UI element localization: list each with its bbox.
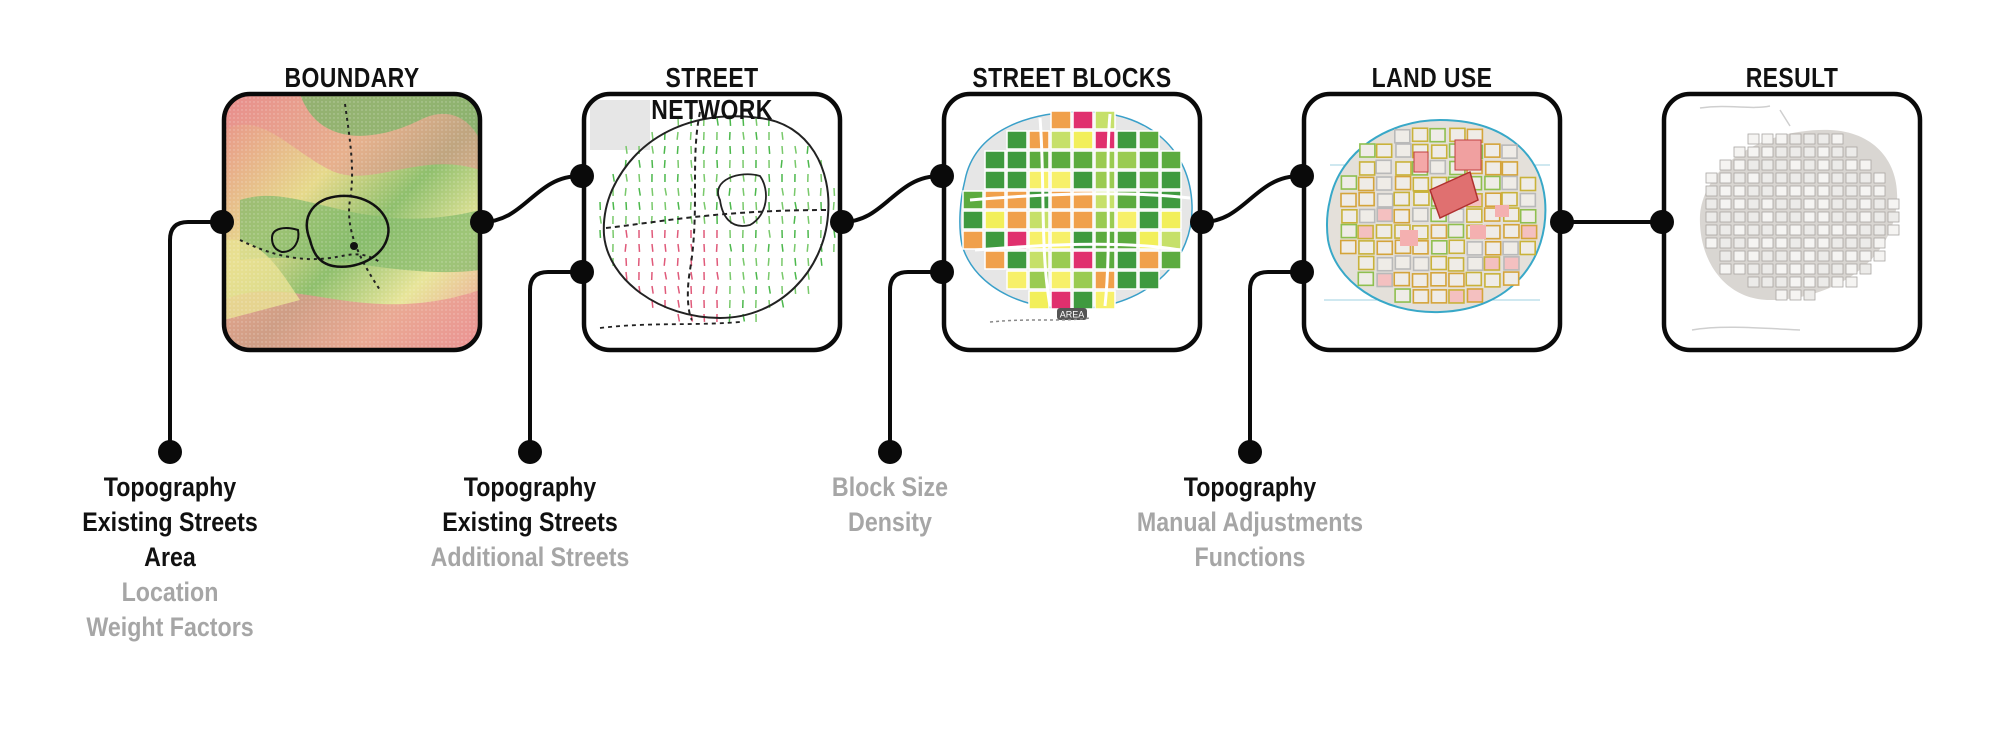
stage-title-result: RESULT <box>1745 62 1839 93</box>
stage-title-street-network: STREET NETWORK <box>651 62 773 125</box>
input-item: Functions <box>1194 542 1306 572</box>
map-area-label: AREA <box>1060 310 1085 320</box>
input-item: Topography <box>103 472 237 502</box>
input-line-blocks <box>888 270 940 450</box>
input-line-landuse <box>1248 270 1300 450</box>
input-item: Density <box>848 507 932 537</box>
input-item: Block Size <box>831 472 949 502</box>
inputs-boundary: Topography Existing Streets Area Locatio… <box>32 470 307 645</box>
inputs-street-network: Topography Existing Streets Additional S… <box>392 470 667 575</box>
input-item: Additional Streets <box>430 542 630 572</box>
input-line-network <box>528 270 580 450</box>
street-network-vector-field-icon <box>584 94 840 350</box>
input-item: Weight Factors <box>86 612 254 642</box>
connector-network-to-blocks <box>841 174 941 224</box>
connector-blocks-to-landuse <box>1201 174 1301 224</box>
connector-nodes <box>158 164 1674 464</box>
input-item: Topography <box>1183 472 1317 502</box>
input-item: Existing Streets <box>82 507 258 537</box>
input-item: Existing Streets <box>442 507 618 537</box>
street-blocks-map-icon: AREA <box>944 94 1200 350</box>
stage-title-street-blocks: STREET BLOCKS <box>972 62 1172 93</box>
topography-heatmap-icon <box>224 94 480 350</box>
input-item: Location <box>121 577 219 607</box>
input-item: Manual Adjustments <box>1136 507 1364 537</box>
connector-boundary-to-network <box>481 174 581 224</box>
inputs-land-use: Topography Manual Adjustments Functions <box>1112 470 1387 575</box>
stage-title-land-use: LAND USE <box>1371 62 1493 93</box>
input-item: Area <box>144 542 196 572</box>
input-line-boundary <box>168 220 220 450</box>
input-item: Topography <box>463 472 597 502</box>
land-use-map-icon <box>1304 94 1560 350</box>
result-3d-city-icon <box>1664 94 1920 350</box>
inputs-street-blocks: Block Size Density <box>752 470 1027 540</box>
flow-connectors <box>168 174 1660 450</box>
stage-title-boundary: BOUNDARY <box>284 62 420 93</box>
